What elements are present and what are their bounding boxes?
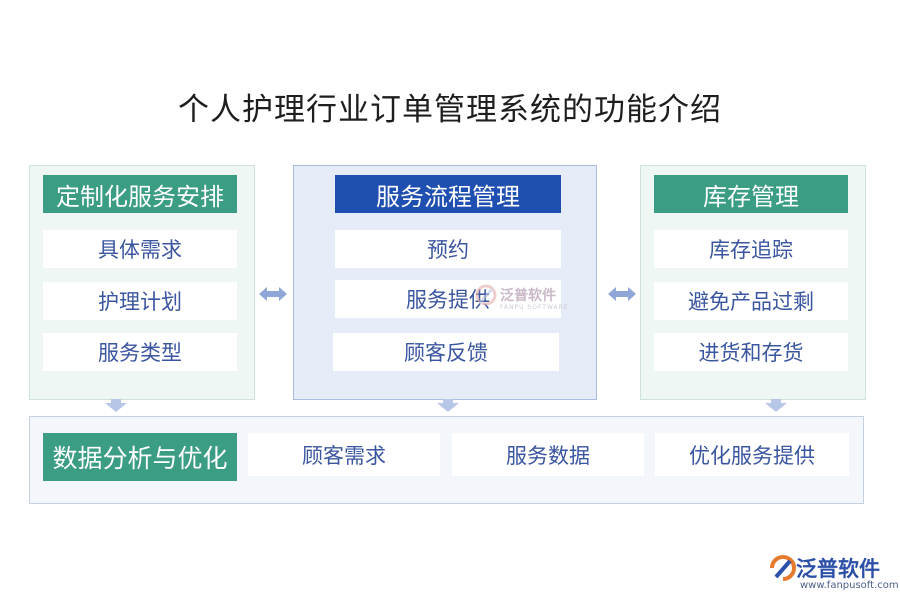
brand-name[interactable]: 泛普软件 (796, 557, 880, 581)
item-stock-purchase: 进货和存货 (654, 333, 848, 371)
down-arrow-middle-icon (437, 399, 459, 412)
brand-url[interactable]: www.fanpusoft.com (800, 580, 899, 591)
down-arrow-right-icon (765, 399, 787, 412)
header-inventory: 库存管理 (654, 175, 848, 213)
watermark-text: 泛普软件 (500, 288, 556, 304)
watermark-logo-icon (475, 284, 497, 306)
double-arrow-left-middle-icon (259, 287, 287, 301)
item-service-data: 服务数据 (452, 433, 644, 476)
item-care-plan: 护理计划 (43, 282, 237, 320)
header-service-process: 服务流程管理 (335, 175, 561, 213)
item-service-type: 服务类型 (43, 333, 237, 371)
watermark-subtext: FANPU SOFTWARE (500, 304, 569, 311)
item-customer-demand: 顾客需求 (248, 433, 440, 476)
brand-logo-icon (770, 555, 796, 581)
double-arrow-middle-right-icon (608, 287, 636, 301)
item-customer-feedback: 顾客反馈 (333, 333, 559, 371)
header-customized-service: 定制化服务安排 (43, 175, 237, 213)
item-specific-needs: 具体需求 (43, 230, 237, 268)
item-appointment: 预约 (335, 230, 561, 268)
header-data-analysis: 数据分析与优化 (43, 433, 237, 481)
page-title: 个人护理行业订单管理系统的功能介绍 (178, 92, 722, 128)
item-inventory-tracking: 库存追踪 (654, 230, 848, 268)
item-avoid-overstock: 避免产品过剩 (654, 282, 848, 320)
item-optimize-service: 优化服务提供 (655, 433, 849, 476)
down-arrow-left-icon (105, 399, 127, 412)
